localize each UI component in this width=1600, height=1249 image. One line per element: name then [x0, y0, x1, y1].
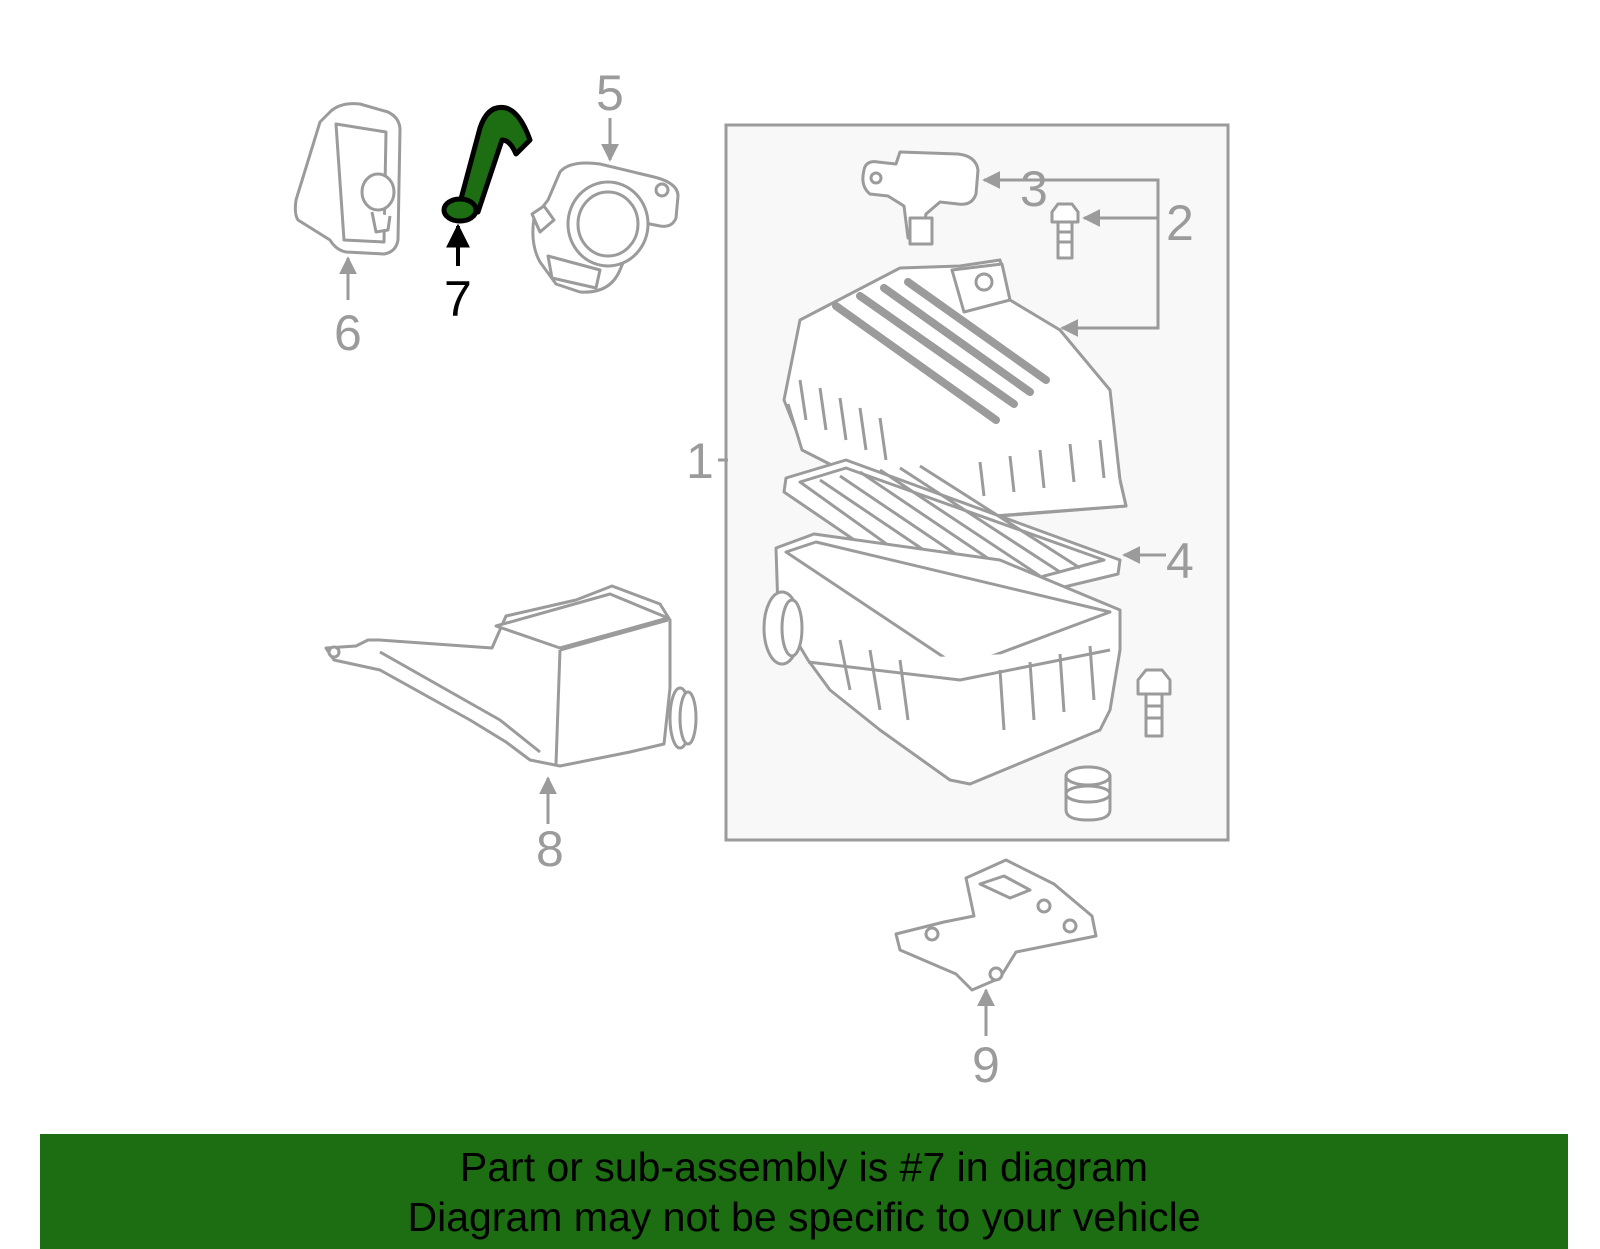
- part-9-bracket: [894, 858, 1098, 992]
- part-5-throttle-body: [530, 161, 680, 294]
- part-air-cleaner-cover: [782, 258, 1128, 522]
- callout-9: 9: [972, 1037, 1000, 1093]
- callout-7[interactable]: 7: [444, 271, 472, 327]
- part-3-sensor: [861, 150, 980, 246]
- part-7-hose: [441, 104, 533, 224]
- info-banner: Part or sub-assembly is #7 in diagram Di…: [40, 1134, 1568, 1249]
- callout-3: 3: [1020, 161, 1048, 217]
- banner-line-part: Part or sub-assembly is #7 in diagram: [459, 1143, 1149, 1190]
- part-6-resonator: [293, 102, 402, 256]
- callout-4: 4: [1166, 533, 1194, 589]
- banner-line-disclaimer: Diagram may not be specific to your vehi…: [407, 1193, 1201, 1240]
- callout-2: 2: [1166, 195, 1194, 251]
- parts-diagram: 1 2 3 4 5 6 7 8 9: [293, 65, 1230, 1093]
- part-air-cleaner-case: [762, 532, 1122, 786]
- part-8-intake-duct: [324, 584, 698, 768]
- callout-6: 6: [334, 305, 362, 361]
- callout-1: 1: [686, 433, 714, 489]
- part-box-bolt: [1136, 668, 1172, 738]
- part-2-bolt: [1050, 202, 1080, 260]
- leader-3-bracket: [1028, 178, 1160, 337]
- part-grommet: [1064, 765, 1112, 822]
- callout-8: 8: [536, 821, 564, 877]
- callout-5: 5: [596, 65, 624, 121]
